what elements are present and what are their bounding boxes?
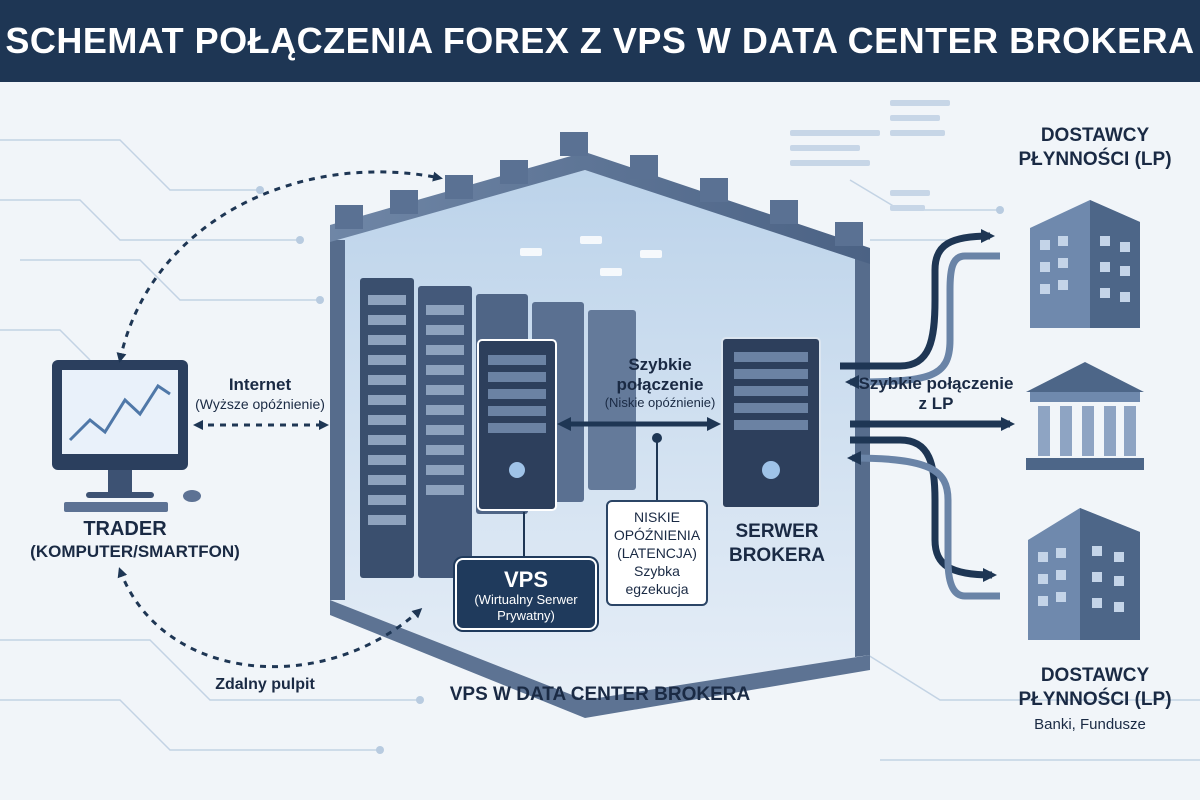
lp-building-top-icon <box>1030 200 1140 328</box>
top-curve-arrow <box>116 170 443 363</box>
broker-server-icon <box>721 337 821 509</box>
latency-line-1: NISKIE <box>634 509 680 525</box>
trader-label: TRADER <box>83 518 167 540</box>
vps-server-icon <box>477 339 557 511</box>
lp-bottom-label: DOSTAWCY PŁYNNOŚCI (LP) <box>1018 665 1172 710</box>
title-banner: SCHEMAT POŁĄCZENIA FOREX Z VPS W DATA CE… <box>0 0 1200 82</box>
trader-computer-icon <box>52 360 201 512</box>
fast-link-label: Szybkie połączenie <box>616 355 704 394</box>
vps-label-box: VPS (Wirtualny Serwer Prywatny) <box>455 558 597 630</box>
lp-bottom-sub-label: Banki, Fundusze <box>1034 716 1146 733</box>
latency-line-3: (LATENCJA) <box>617 545 697 561</box>
remote-desktop-arrow <box>117 567 423 669</box>
bank-building-icon <box>1026 362 1144 470</box>
lp-connection-arrows <box>840 229 1015 600</box>
fast-link-sub-label: (Niskie opóźnienie) <box>604 395 716 410</box>
broker-server-label: SERWER BROKERA <box>728 521 826 566</box>
trader-device-label: (KOMPUTER/SMARTFON) <box>30 542 240 561</box>
internet-sub-label: (Wyższe opóźnienie) <box>195 396 325 412</box>
vps-title: VPS <box>503 567 549 592</box>
page-title: SCHEMAT POŁĄCZENIA FOREX Z VPS W DATA CE… <box>5 20 1195 61</box>
remote-desktop-label: Zdalny pulpit <box>215 676 315 693</box>
lp-building-bottom-icon <box>1028 508 1140 640</box>
latency-line-4: Szybka egzekucja <box>625 563 689 597</box>
latency-line-2: OPÓŹNIENIA <box>613 527 701 543</box>
lp-link-label: Szybkie połączenie z LP <box>858 374 1014 413</box>
vps-subtitle: (Wirtualny Serwer Prywatny) <box>474 592 578 623</box>
lp-top-label: DOSTAWCY PŁYNNOŚCI (LP) <box>1018 125 1172 170</box>
internet-label: Internet <box>228 375 292 394</box>
datacenter-caption: VPS W DATA CENTER BROKERA <box>449 684 751 705</box>
code-panels <box>790 100 950 211</box>
latency-callout: NISKIE OPÓŹNIENIA (LATENCJA) Szybka egze… <box>606 500 708 606</box>
